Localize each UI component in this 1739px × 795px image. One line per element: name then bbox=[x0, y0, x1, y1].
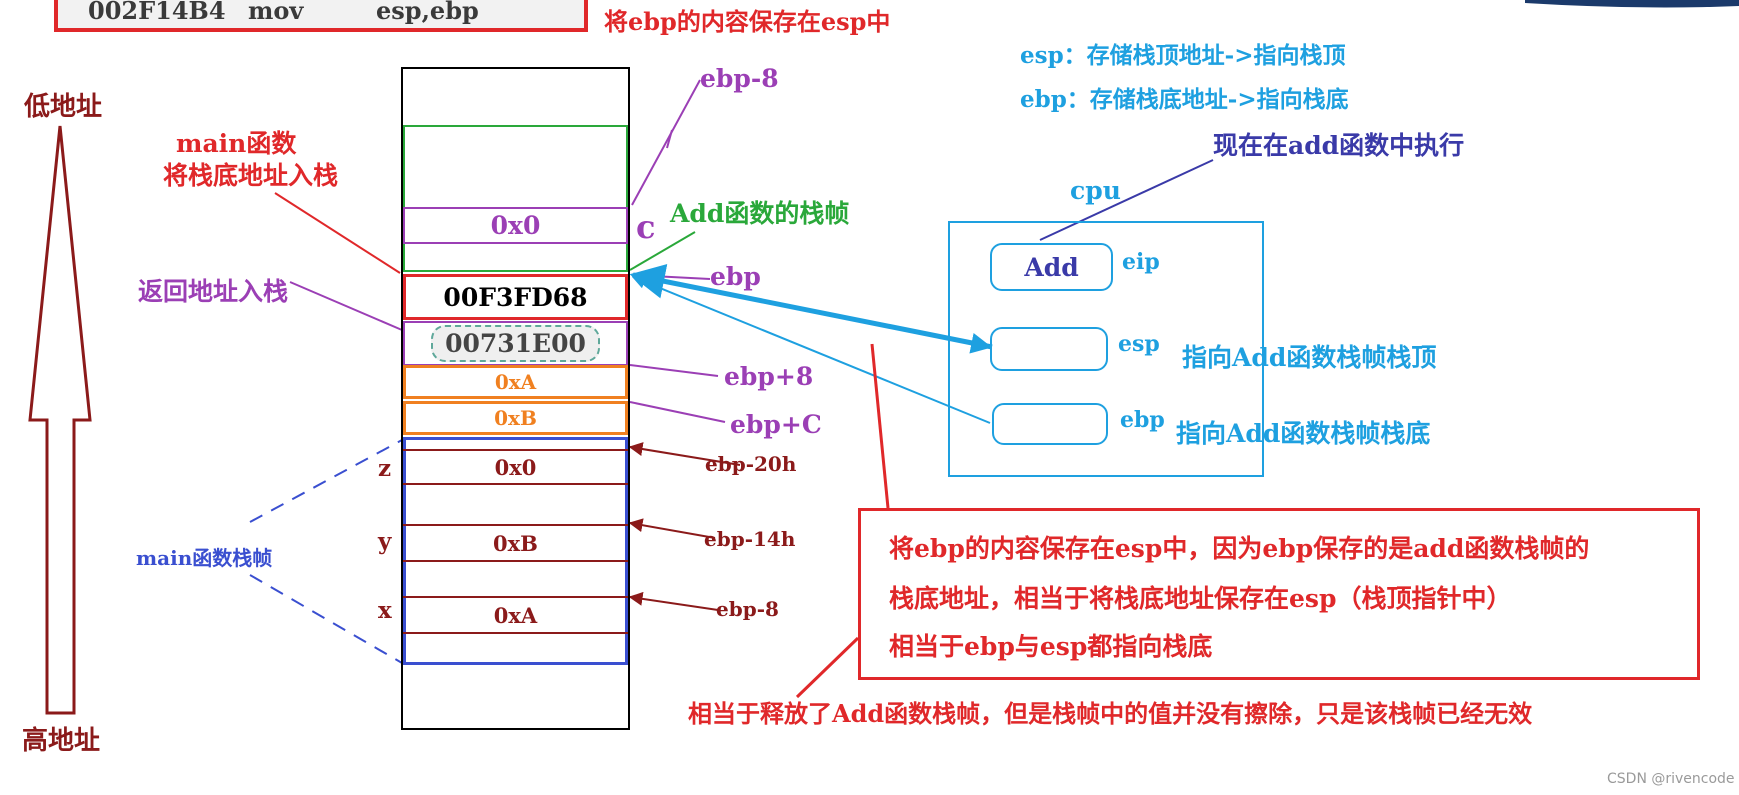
var-y-label: y bbox=[378, 528, 392, 555]
ebp-description: 指向Add函数栈帧栈底 bbox=[1176, 419, 1431, 448]
offset-ebp-m20h: ebp-20h bbox=[705, 452, 797, 476]
now-exec-leader bbox=[1039, 159, 1214, 241]
offset-ebp-pc: ebp+C bbox=[730, 410, 822, 439]
ebp-pc-leader bbox=[629, 401, 726, 423]
top-caption: 将ebp的内容保存在esp中 bbox=[604, 7, 891, 36]
add-frame-region bbox=[403, 125, 628, 272]
cpu-label: cpu bbox=[1070, 176, 1121, 205]
esp-register bbox=[990, 327, 1108, 371]
ebp-p8-leader bbox=[629, 364, 719, 377]
explanation-line-3: 相当于ebp与esp都指向栈底 bbox=[889, 632, 1213, 661]
ebp-m14h-arrow bbox=[628, 518, 716, 539]
esp-description: 指向Add函数栈帧栈顶 bbox=[1182, 343, 1437, 372]
low-address-label: 低地址 bbox=[24, 92, 103, 122]
instruction-bar: 002F14B4 mov esp,ebp bbox=[54, 0, 588, 32]
ebp-m8-arrow bbox=[628, 591, 719, 611]
main-frame-label: main函数栈帧 bbox=[136, 546, 273, 570]
main-push-leader bbox=[274, 192, 401, 274]
now-exec-label: 现在在add函数中执行 bbox=[1213, 131, 1465, 160]
return-address-value: 00731E00 bbox=[431, 325, 600, 362]
ebp-m20h-arrow bbox=[628, 442, 741, 466]
stack-column: 0x0 00F3FD68 00731E00 0xA 0xB 0x0 0xB 0x… bbox=[401, 67, 630, 730]
var-c-label: c bbox=[636, 208, 656, 246]
eip-label: eip bbox=[1122, 249, 1160, 275]
cpu-box: Add eip esp ebp bbox=[948, 221, 1264, 477]
ebp-arrow bbox=[631, 275, 991, 424]
stack-cell-return-address: 00731E00 bbox=[403, 321, 628, 366]
watermark: CSDN @rivencode bbox=[1607, 771, 1735, 787]
offset-ebp-p8: ebp+8 bbox=[724, 362, 814, 391]
main-push-label-2: 将栈底地址入栈 bbox=[163, 161, 339, 190]
ret-push-leader bbox=[289, 281, 403, 331]
offset-ebp-m14h: ebp-14h bbox=[704, 527, 796, 551]
explanation-box: 将ebp的内容保存在esp中，因为ebp保存的是add函数栈帧的 栈底地址，相当… bbox=[858, 508, 1700, 680]
offset-ebp: ebp bbox=[710, 262, 761, 291]
var-x-label: x bbox=[378, 597, 392, 624]
stack-cell-arg-a: 0xA bbox=[403, 365, 628, 399]
main-frame-dash-bottom bbox=[249, 574, 403, 664]
stack-cell-z: 0x0 bbox=[403, 449, 628, 485]
corner-decoration bbox=[1525, 0, 1739, 8]
ret-push-label: 返回地址入栈 bbox=[138, 277, 289, 306]
offset-ebp-m8-bottom: ebp-8 bbox=[716, 597, 779, 621]
explanation-leader-top bbox=[870, 343, 890, 509]
main-push-label-1: main函数 bbox=[176, 129, 297, 158]
stack-cell-saved-ebp: 00F3FD68 bbox=[403, 274, 628, 320]
main-frame-region bbox=[403, 437, 628, 665]
stack-cell-x: 0xA bbox=[403, 596, 628, 634]
esp-label: esp bbox=[1118, 331, 1160, 357]
add-frame-leader bbox=[629, 231, 696, 271]
high-address-label: 高地址 bbox=[22, 726, 101, 756]
esp-note: esp：存储栈顶地址->指向栈顶 bbox=[1020, 42, 1346, 69]
ebp-register bbox=[992, 403, 1108, 445]
offset-ebp-m8-top: ebp-8 bbox=[700, 64, 779, 93]
instruction-address: 002F14B4 bbox=[88, 0, 226, 25]
var-z-label: z bbox=[378, 455, 392, 482]
add-frame-label: Add函数的栈帧 bbox=[670, 199, 850, 228]
ebp-register-label: ebp bbox=[1120, 407, 1165, 433]
instruction-op: mov bbox=[248, 0, 304, 25]
stack-cell-c: 0x0 bbox=[403, 207, 628, 244]
stack-cell-y: 0xB bbox=[403, 524, 628, 562]
explanation-line-1: 将ebp的内容保存在esp中，因为ebp保存的是add函数栈帧的 bbox=[889, 534, 1590, 563]
address-direction-arrow bbox=[28, 125, 92, 715]
explanation-line-2: 栈底地址，相当于将栈底地址保存在esp（栈顶指针中） bbox=[889, 584, 1512, 613]
instruction-args: esp,ebp bbox=[376, 0, 479, 25]
stack-cell-arg-b: 0xB bbox=[403, 401, 628, 435]
main-frame-dash-top bbox=[249, 439, 403, 523]
ebp-note: ebp：存储栈底地址->指向栈底 bbox=[1020, 86, 1349, 113]
eip-register: Add bbox=[990, 243, 1113, 291]
bottom-note: 相当于释放了Add函数栈帧，但是栈帧中的值并没有擦除，只是该栈帧已经无效 bbox=[688, 699, 1533, 728]
ebp-m8-top-leader bbox=[631, 79, 701, 206]
explanation-leader-bottom bbox=[795, 636, 860, 699]
